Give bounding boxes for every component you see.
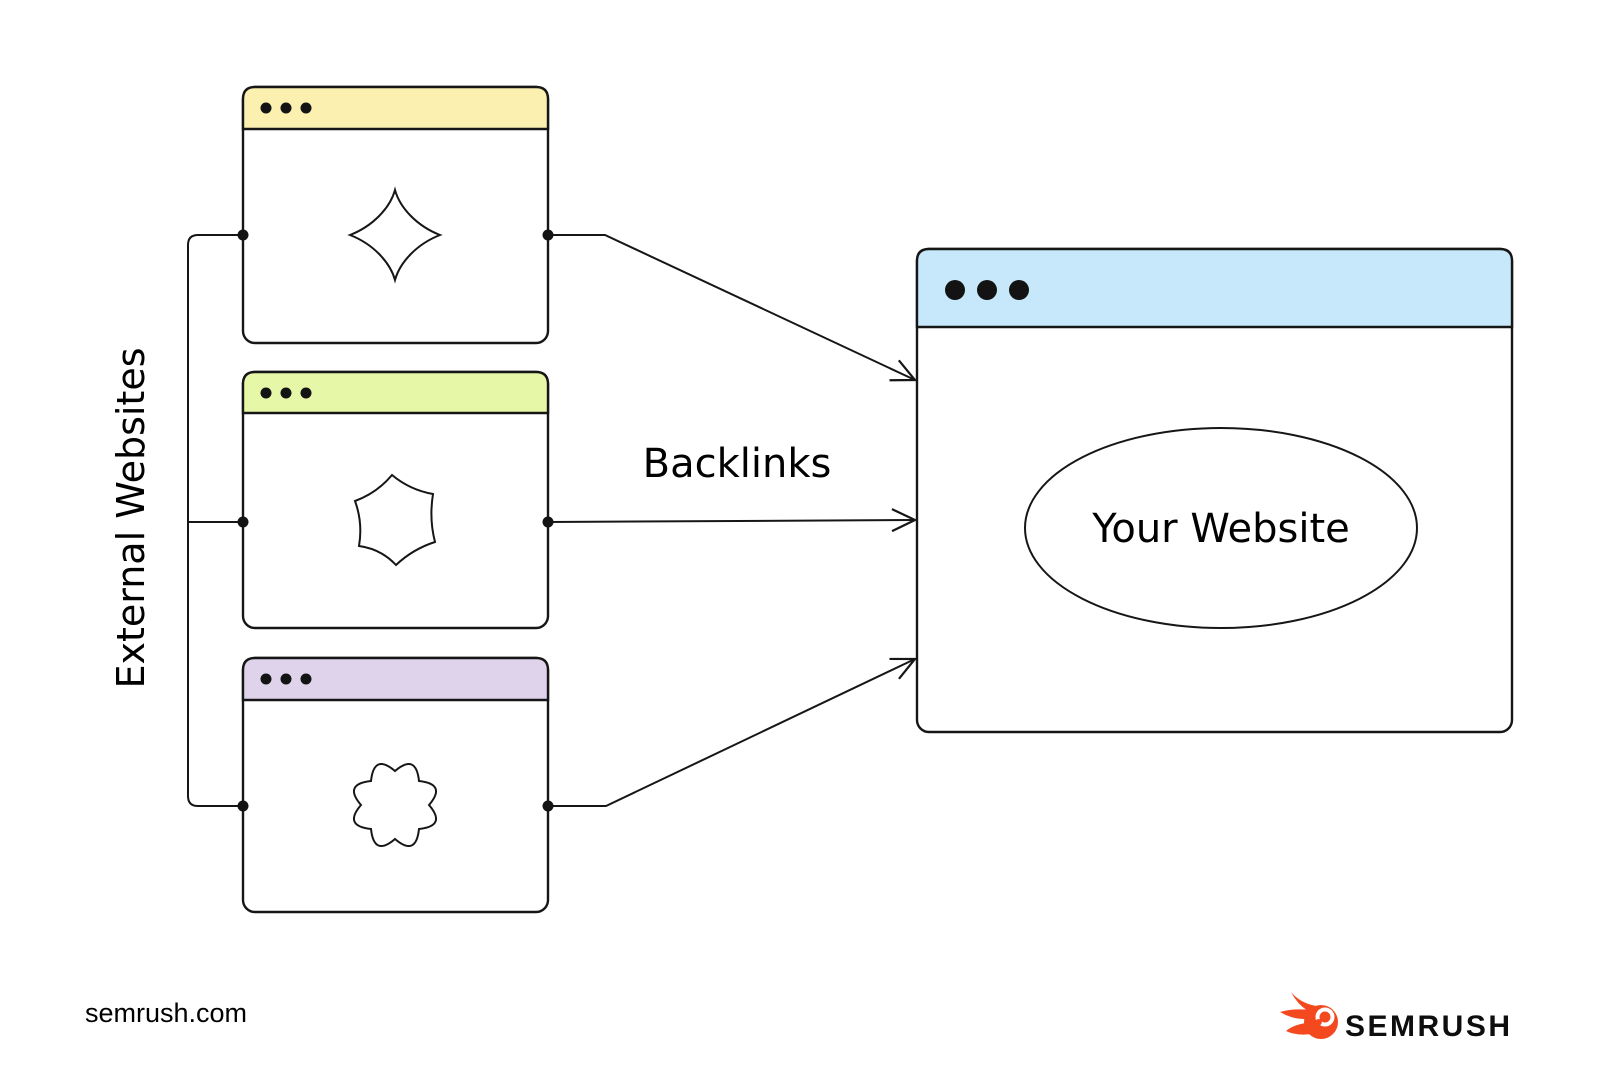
backlink-arrow-2 [547, 508, 918, 533]
ring-gap [1315, 1019, 1322, 1026]
window-dots-icon [260, 102, 312, 114]
window-title-bar [241, 370, 550, 415]
window-dot [945, 280, 965, 300]
external-website-window-1 [237, 85, 554, 345]
connector-dot-left [237, 229, 249, 241]
window-dot [280, 673, 292, 685]
external-websites-label: External Websites [109, 347, 153, 688]
window-dots-icon [945, 280, 1029, 300]
window-dot [977, 280, 997, 300]
window-title-bar [915, 247, 1514, 329]
window-dot [260, 673, 272, 685]
window-dot [260, 387, 272, 399]
window-dot [280, 387, 292, 399]
backlinks-label: Backlinks [643, 441, 832, 487]
window-dots-icon [260, 673, 312, 685]
window-dot [300, 102, 312, 114]
external-group-bracket [187, 234, 243, 807]
window-dot [1009, 280, 1029, 300]
window-title-bar [241, 85, 550, 131]
your-website-ellipse [1024, 427, 1418, 629]
semrush-wordmark: SEMRUSH [1345, 1010, 1513, 1043]
external-website-window-3 [237, 656, 554, 914]
external-website-window-2 [237, 370, 554, 630]
backlink-arrow-1 [548, 234, 918, 382]
flame-tongues [1280, 1009, 1312, 1020]
your-website-window: Your Website [915, 247, 1514, 734]
splat-blob-icon [353, 473, 437, 567]
connector-dot-left [237, 516, 249, 528]
backlink-arrow-3 [548, 657, 918, 807]
connector-dot-left [237, 800, 249, 812]
window-dot [300, 387, 312, 399]
semrush-flame-icon [1280, 992, 1338, 1039]
semrush-logo: SEMRUSH [1280, 992, 1513, 1043]
diamond-blob-icon [347, 186, 443, 284]
flower-blob-icon [352, 762, 438, 848]
backlink-arrows [547, 234, 918, 807]
your-website-label: Your Website [1091, 506, 1350, 552]
window-dot [280, 102, 292, 114]
site-url-text: semrush.com [85, 998, 247, 1028]
window-dot [260, 102, 272, 114]
window-dot [300, 673, 312, 685]
window-dots-icon [260, 387, 312, 399]
ball-highlight-ring [1315, 1007, 1335, 1027]
bracket-line [187, 234, 243, 807]
flame-tongues [1291, 992, 1316, 1011]
window-title-bar [241, 656, 550, 702]
